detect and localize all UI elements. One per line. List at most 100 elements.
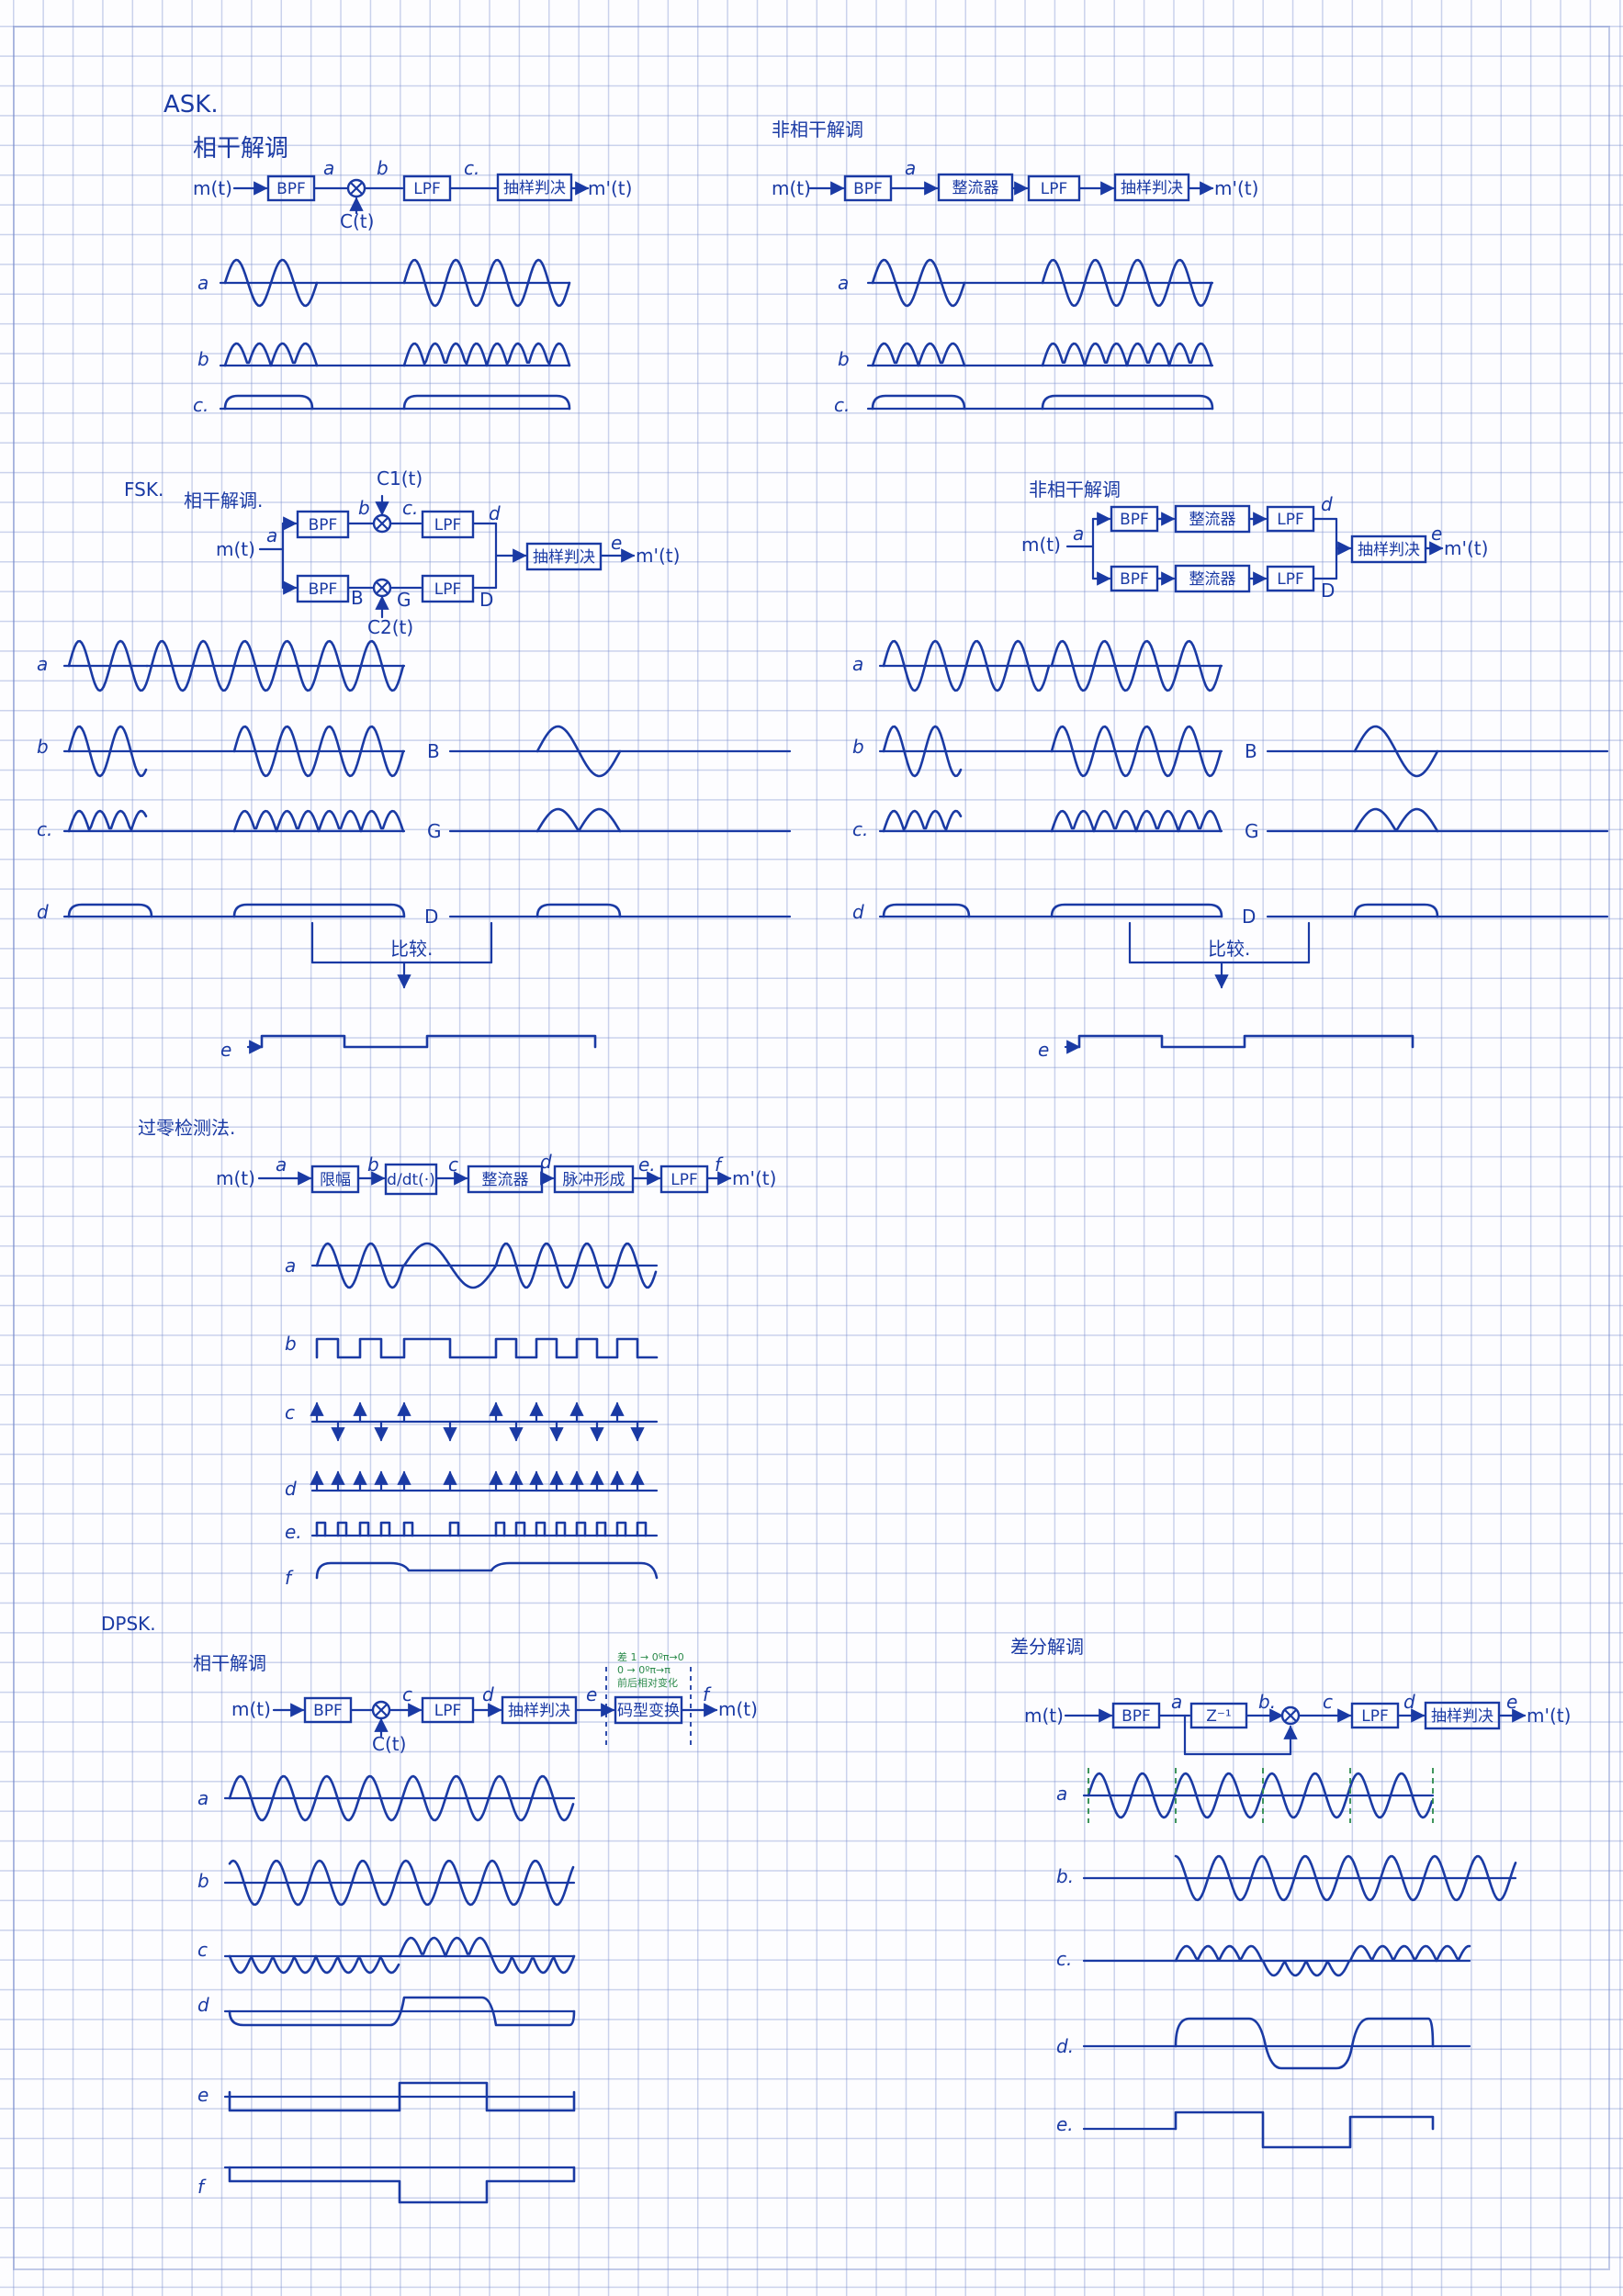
fsk-wave-c-burst1 bbox=[67, 809, 148, 833]
fsk-nc-wave-e-label: e bbox=[1038, 1039, 1049, 1061]
fsk-bpf-upper-label: BPF bbox=[309, 516, 338, 535]
ask-wave-a-burst2 bbox=[402, 258, 571, 308]
fsk-nc-bpf-lower-label: BPF bbox=[1120, 570, 1149, 589]
dpsk-wave-f-label: f bbox=[197, 2176, 207, 2198]
fsk-coherent-title: 相干解调. bbox=[184, 490, 263, 512]
dpsk-output-label: m(t) bbox=[718, 1698, 758, 1720]
ask-nc-wave-c-label: c. bbox=[834, 394, 850, 416]
fsk-wave-B-burst bbox=[535, 725, 622, 778]
fsk-wave-d-label: d bbox=[37, 901, 49, 923]
fsk-c1-label: C1(t) bbox=[377, 467, 423, 490]
fsk-upper-d: d bbox=[489, 502, 501, 524]
zc-wave-f-label: f bbox=[285, 1567, 294, 1589]
zc-differentiator-label: d/dt(·) bbox=[387, 1171, 435, 1189]
ask-nc-wave-b-burst2 bbox=[1041, 342, 1213, 367]
zc-point-a: a bbox=[276, 1154, 287, 1176]
dpsk-diff-lpf-label: LPF bbox=[1361, 1707, 1389, 1726]
fsk-nc-wave-a-mark1 bbox=[882, 639, 1051, 692]
fsk-nc-input-label: m(t) bbox=[1021, 534, 1061, 556]
dpsk-point-c: c bbox=[402, 1683, 412, 1705]
ask-wave-c-pulse2 bbox=[402, 394, 571, 411]
fsk-nc-lpf-upper-label: LPF bbox=[1277, 511, 1304, 529]
dpsk-diff-wave-e-label: e. bbox=[1056, 2113, 1074, 2135]
zc-pulse-shaper-label: 脉冲形成 bbox=[563, 1171, 626, 1189]
fsk-wave-G-label: G bbox=[427, 820, 442, 842]
zc-wave-e-pulse bbox=[448, 1521, 460, 1537]
fsk-wave-b-burst1 bbox=[67, 725, 148, 778]
fsk-nc-title: 非相干解调 bbox=[1029, 478, 1121, 501]
ask-nc-lpf-label: LPF bbox=[1041, 180, 1068, 198]
dpsk-point-f: f bbox=[703, 1683, 712, 1705]
dpsk-diff-wave-b-label: b. bbox=[1056, 1865, 1074, 1887]
section-title-ask: ASK. bbox=[163, 91, 219, 118]
ask-sampler-label: 抽样判决 bbox=[503, 179, 566, 197]
fsk-nc-wave-G-burst bbox=[1353, 807, 1439, 833]
dpsk-code-note-1: 差 1 → 0ºπ→0 bbox=[617, 1650, 684, 1663]
fsk-nc-wave-c-burst1 bbox=[882, 809, 963, 833]
dpsk-wave-a-label: a bbox=[197, 1787, 209, 1809]
fsk-nc-point-a: a bbox=[1073, 523, 1084, 545]
zc-wave-e-pulse bbox=[336, 1521, 348, 1537]
fsk-wave-a-mark2 bbox=[232, 639, 405, 692]
zc-wave-a-label: a bbox=[285, 1255, 296, 1277]
zc-wave-e-label: e. bbox=[285, 1521, 302, 1543]
zc-wave-e-pulse bbox=[358, 1521, 370, 1537]
fsk-wave-e-label: e bbox=[220, 1039, 231, 1061]
zc-wave-a-2 bbox=[402, 1242, 498, 1289]
fsk-nc-wave-D-pulse bbox=[1353, 903, 1439, 918]
dpsk-wave-f bbox=[228, 2166, 576, 2204]
dpsk-point-d: d bbox=[482, 1683, 494, 1705]
fsk-nc-wave-b-label: b bbox=[852, 736, 864, 758]
fsk-wave-D-label: D bbox=[424, 906, 438, 928]
dpsk-diff-point-c: c bbox=[1323, 1691, 1333, 1713]
section-title-dpsk: DPSK. bbox=[101, 1613, 156, 1635]
fsk-nc-wave-a-label: a bbox=[852, 653, 863, 675]
zc-point-d: d bbox=[540, 1151, 552, 1173]
zc-lpf-label: LPF bbox=[671, 1171, 698, 1189]
ask-nc-bpf-label: BPF bbox=[853, 180, 883, 198]
fsk-nc-wave-c-label: c. bbox=[852, 818, 868, 840]
ask-bpf-label: BPF bbox=[276, 180, 306, 198]
fsk-wave-d-pulse1 bbox=[67, 903, 153, 918]
fsk-nc-wave-B-burst bbox=[1353, 725, 1439, 778]
ask-nc-rectifier-label: 整流器 bbox=[952, 179, 999, 197]
dpsk-diff-output-label: m'(t) bbox=[1527, 1705, 1571, 1727]
fsk-input-label: m(t) bbox=[216, 538, 255, 560]
ask-wave-b-label: b bbox=[197, 348, 209, 370]
fsk-nc-lpf-lower-label: LPF bbox=[1277, 570, 1304, 589]
dpsk-diff-wave-d bbox=[1174, 2017, 1435, 2070]
zc-wave-e-pulse bbox=[615, 1521, 627, 1537]
fsk-nc-rect-upper-label: 整流器 bbox=[1189, 511, 1236, 529]
zc-wave-a-3 bbox=[494, 1242, 658, 1289]
multiplier-cross bbox=[1283, 1708, 1298, 1723]
dpsk-diff-wave-c-neg bbox=[1261, 1959, 1351, 1977]
multiplier-cross bbox=[374, 1703, 389, 1717]
dpsk-wave-b bbox=[228, 1859, 575, 1907]
dpsk-diff-point-a: a bbox=[1171, 1691, 1182, 1713]
dpsk-wave-e bbox=[228, 2081, 576, 2112]
fsk-wave-B-label: B bbox=[427, 740, 440, 762]
dpsk-diff-wave-a-label: a bbox=[1056, 1783, 1067, 1805]
dpsk-code-note-2: 0 → 0ºπ→π bbox=[617, 1664, 671, 1676]
fsk-wave-a-label: a bbox=[37, 653, 48, 675]
dpsk-diff-wave-c-pos2 bbox=[1348, 1944, 1471, 1963]
dpsk-diff-wave-d-label: d. bbox=[1056, 2035, 1074, 2057]
ask-nc-wave-c-pulse2 bbox=[1041, 394, 1214, 411]
ask-nc-point-a: a bbox=[905, 157, 916, 179]
ask-carrier-label: C(t) bbox=[340, 210, 374, 232]
fsk-nc-compare-label: 比较. bbox=[1208, 938, 1250, 960]
fsk-wave-c-label: c. bbox=[37, 818, 52, 840]
dpsk-diff-point-d: d bbox=[1403, 1691, 1415, 1713]
multiplier-cross bbox=[375, 516, 389, 531]
ask-wave-a-burst1 bbox=[223, 258, 319, 308]
dpsk-input-label: m(t) bbox=[231, 1698, 271, 1720]
zc-wave-e-pulse bbox=[315, 1521, 327, 1537]
zc-wave-c-label: c bbox=[285, 1401, 295, 1424]
fsk-wave-d-pulse2 bbox=[232, 903, 406, 918]
ask-wave-c-pulse1 bbox=[223, 394, 314, 411]
zc-rectifier-label: 整流器 bbox=[482, 1171, 529, 1189]
fsk-nc-wave-c-burst2 bbox=[1050, 809, 1223, 833]
dpsk-point-e: e bbox=[586, 1683, 597, 1705]
